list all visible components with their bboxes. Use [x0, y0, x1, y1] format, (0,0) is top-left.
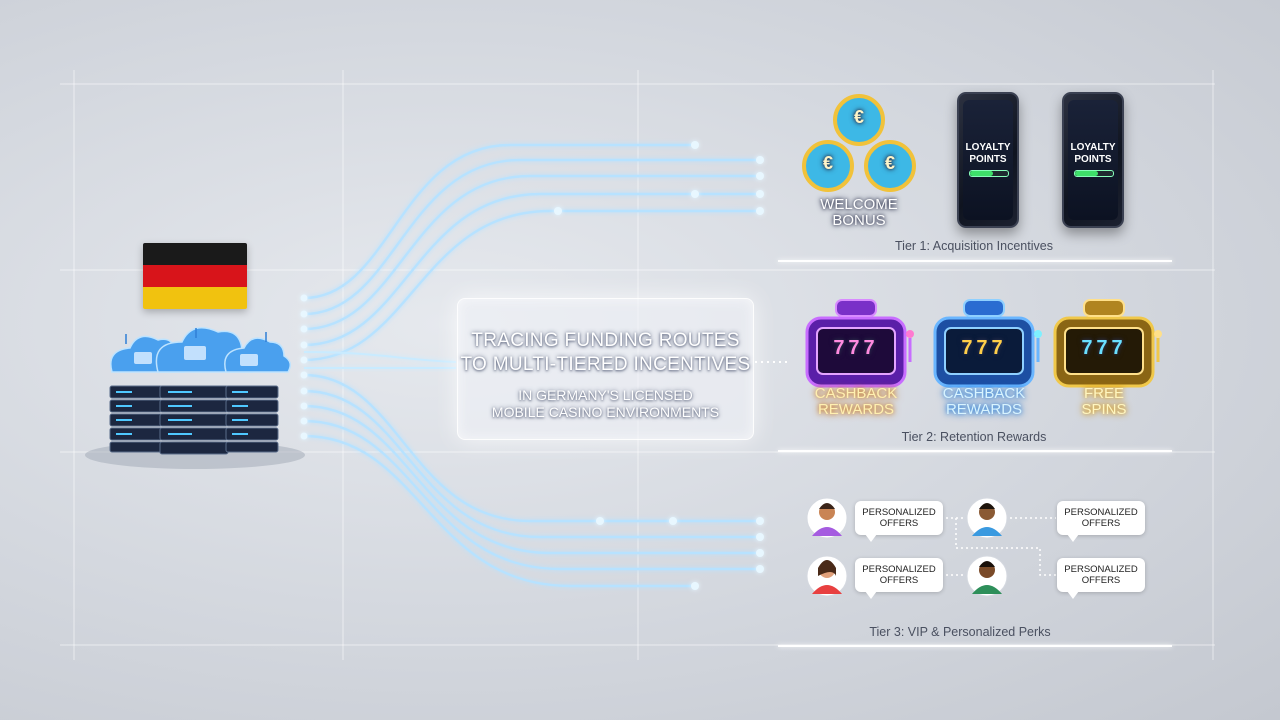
welcome-line-1: WELCOME — [820, 196, 898, 213]
offer-connectors — [946, 517, 1056, 576]
offer-bubble-2: PERSONALIZED OFFERS — [1057, 501, 1145, 542]
server-cloud-icon — [85, 327, 305, 469]
card-subtitle: IN GERMANY'S LICENSED MOBILE CASINO ENVI… — [458, 387, 753, 421]
routes-center — [303, 351, 457, 370]
flag-stripe-gold — [143, 287, 247, 309]
avatar-2 — [966, 497, 1008, 539]
slot-reels-3: 777 — [1081, 337, 1127, 359]
welcome-line-2: BONUS — [832, 212, 886, 229]
routes-tier3 — [303, 373, 760, 588]
coin-symbol-1: € — [853, 107, 864, 127]
card-subtitle-line-2: MOBILE CASINO ENVIRONMENTS — [491, 404, 720, 420]
loyalty-progress-bar — [969, 170, 1009, 177]
offer-bubble-3: PERSONALIZED OFFERS — [855, 558, 943, 599]
flag-stripe-red — [143, 265, 247, 287]
flag-stripe-black — [143, 243, 247, 265]
slot-label-line-2: REWARDS — [817, 401, 895, 418]
tier3-label: Tier 3: VIP & Personalized Perks — [869, 625, 1051, 639]
offer-line-1: PERSONALIZED — [862, 507, 936, 518]
phone-label: LOYALTY POINTS — [963, 142, 1013, 166]
slot-label-line-2: SPINS — [1081, 401, 1127, 418]
offer-line-2: OFFERS — [879, 518, 919, 529]
offer-bubble-1: PERSONALIZED OFFERS — [855, 501, 943, 542]
offer-line-1: PERSONALIZED — [1064, 564, 1138, 575]
phone-screen: LOYALTY POINTS — [1068, 100, 1118, 220]
coin-symbol-2: € — [822, 153, 833, 173]
route-dots — [300, 141, 764, 590]
phone-screen: LOYALTY POINTS — [963, 100, 1013, 220]
phone-label-line-1: LOYALTY — [1070, 142, 1116, 153]
tier-separators — [778, 260, 1172, 647]
offer-line-2: OFFERS — [1081, 575, 1121, 586]
welcome-bonus-label: WELCOME BONUS — [799, 197, 919, 229]
loyalty-phone-1: LOYALTY POINTS — [957, 92, 1019, 228]
offer-line-1: PERSONALIZED — [862, 564, 936, 575]
offer-line-2: OFFERS — [879, 575, 919, 586]
offer-bubble-4: PERSONALIZED OFFERS — [1057, 558, 1145, 599]
slot-label-line-1: CASHBACK — [942, 385, 1026, 402]
title-card: TRACING FUNDING ROUTES TO MULTI-TIERED I… — [457, 298, 754, 440]
germany-flag — [143, 243, 247, 309]
slot-label-line-1: CASHBACK — [814, 385, 898, 402]
slot-machine-1-icon — [805, 299, 914, 388]
slot-reels-1: 777 — [833, 337, 879, 359]
phone-label-line-2: POINTS — [969, 154, 1007, 165]
card-title-line-2: TO MULTI-TIERED INCENTIVES — [460, 354, 751, 375]
phone-label-line-1: LOYALTY — [965, 142, 1011, 153]
avatar-3 — [806, 555, 848, 597]
cashback-label-2: CASHBACK REWARDS — [929, 386, 1039, 418]
avatar-1 — [806, 497, 848, 539]
card-title-line-1: TRACING FUNDING ROUTES — [471, 330, 740, 351]
tier1-label: Tier 1: Acquisition Incentives — [895, 239, 1053, 253]
coin-symbol-3: € — [884, 153, 895, 173]
loyalty-progress-bar — [1074, 170, 1114, 177]
loyalty-phone-2: LOYALTY POINTS — [1062, 92, 1124, 228]
cashback-label-1: CASHBACK REWARDS — [801, 386, 911, 418]
offer-line-1: PERSONALIZED — [1064, 507, 1138, 518]
slot-machine-3-icon — [1053, 299, 1162, 388]
card-subtitle-line-1: IN GERMANY'S LICENSED — [518, 387, 693, 403]
routes-tier1 — [303, 143, 760, 362]
euro-coins-icon — [802, 94, 916, 192]
phone-label: LOYALTY POINTS — [1068, 142, 1118, 166]
slot-label-line-2: REWARDS — [945, 401, 1023, 418]
free-spins-label: FREE SPINS — [1049, 386, 1159, 418]
slot-machine-2-icon — [933, 299, 1042, 388]
slot-label-line-1: FREE — [1083, 385, 1124, 402]
card-title: TRACING FUNDING ROUTES TO MULTI-TIERED I… — [458, 329, 753, 377]
phone-label-line-2: POINTS — [1074, 154, 1112, 165]
tier2-label: Tier 2: Retention Rewards — [901, 430, 1047, 444]
offer-line-2: OFFERS — [1081, 518, 1121, 529]
avatar-4 — [966, 555, 1008, 597]
slot-reels-2: 777 — [961, 337, 1007, 359]
